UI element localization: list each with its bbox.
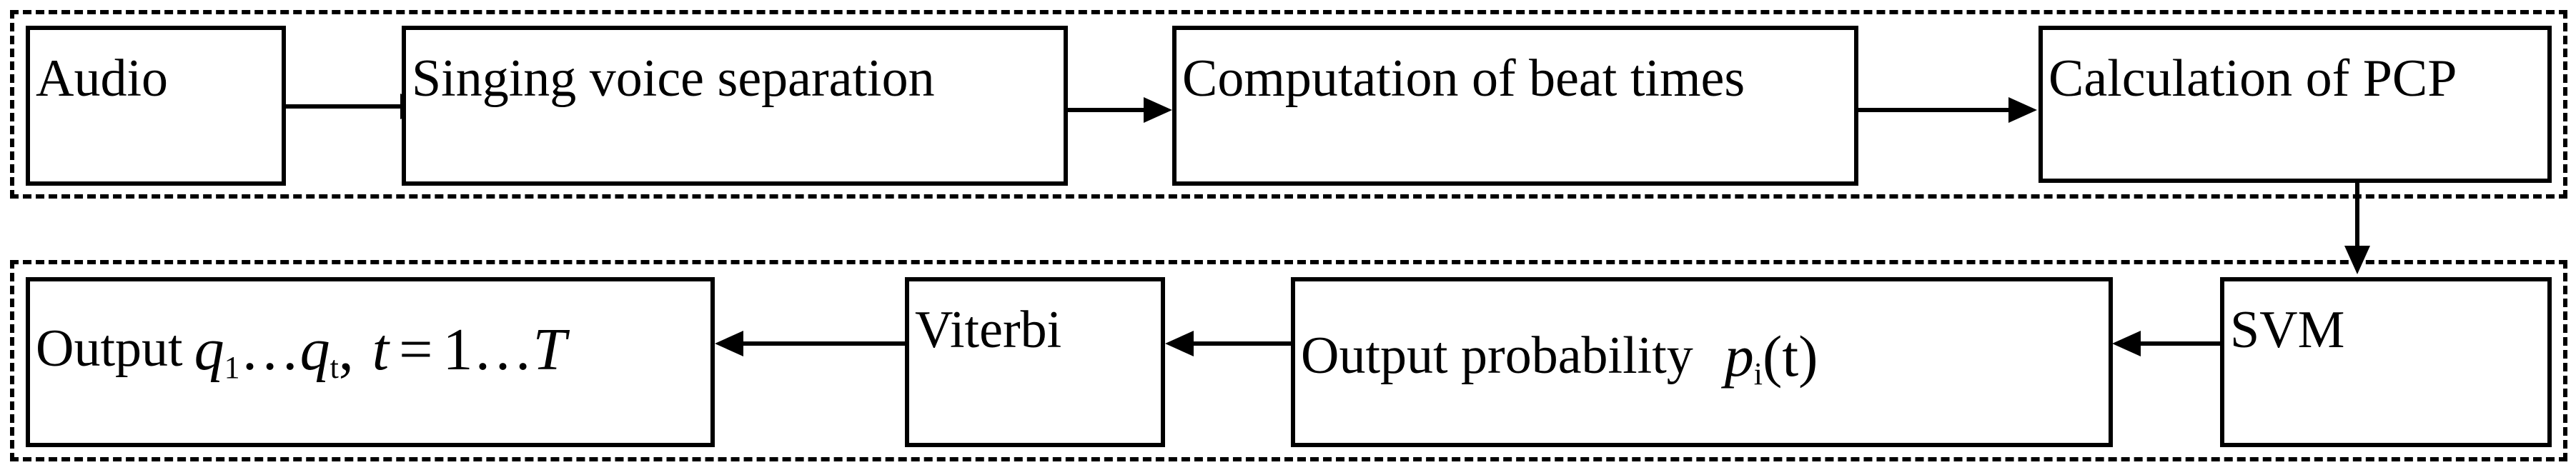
output-formula: q1…qt,t=1…T (194, 320, 567, 384)
node-output-label: Output (36, 319, 183, 378)
arrowhead-prob-to-viterbi (1165, 331, 1194, 356)
bottom-group-frame (10, 260, 2567, 461)
output-qt-sub: t (330, 350, 339, 385)
node-beat-label: Computation of beat times (1182, 49, 1745, 108)
output-T: T (532, 316, 567, 383)
node-prob-label: Output probability (1301, 326, 1693, 385)
node-output-probability: Output probability pi(t) (1291, 277, 2113, 447)
output-q1: q (194, 316, 224, 383)
node-audio: Audio (26, 26, 286, 186)
prob-var: p (1724, 324, 1754, 389)
output-comma: , (338, 316, 354, 383)
output-qt: q (299, 316, 330, 383)
arrowhead-svm-to-prob (2112, 331, 2141, 356)
node-audio-label: Audio (36, 49, 168, 108)
node-singing-voice-separation: Singing voice separation (402, 26, 1068, 186)
node-svm-label: SVM (2230, 301, 2345, 359)
output-t: t (372, 316, 390, 383)
top-group-frame (10, 10, 2567, 199)
node-pcp: Calculation of PCP (2038, 26, 2552, 183)
output-dots: … (239, 316, 300, 383)
arrowhead-viterbi-to-output (715, 331, 743, 356)
output-q1-sub: 1 (224, 350, 240, 385)
arrowhead-separation-to-beat (1144, 97, 1172, 123)
arrowhead-pcp-to-svm (2344, 246, 2370, 274)
output-range-dots: … (472, 316, 533, 383)
node-viterbi: Viterbi (905, 277, 1165, 447)
output-range-start: 1 (442, 316, 473, 383)
node-output: Output q1…qt,t=1…T (26, 277, 715, 447)
prob-sub: i (1753, 356, 1763, 391)
prob-arg: (t) (1763, 324, 1818, 389)
node-separation-label: Singing voice separation (412, 49, 935, 108)
prob-formula: pi(t) (1725, 327, 1818, 390)
node-svm: SVM (2220, 277, 2552, 447)
output-eq: = (399, 316, 433, 383)
node-viterbi-label: Viterbi (915, 301, 1062, 359)
arrowhead-beat-to-pcp (2008, 97, 2037, 123)
node-beat-times: Computation of beat times (1172, 26, 1858, 186)
node-pcp-label: Calculation of PCP (2049, 49, 2457, 108)
